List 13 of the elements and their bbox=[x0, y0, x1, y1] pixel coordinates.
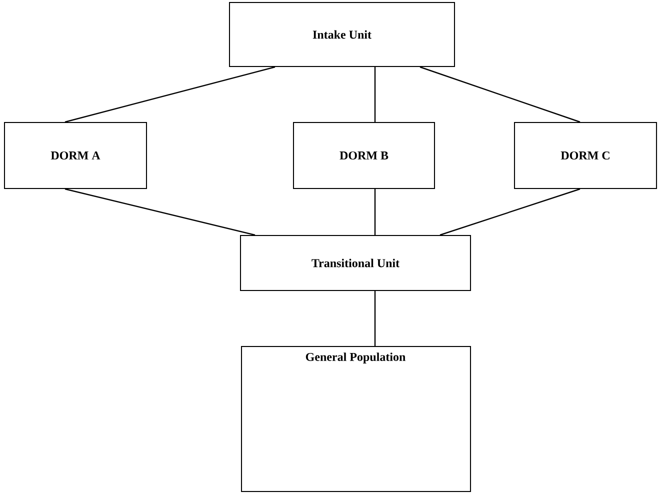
connector-line bbox=[374, 67, 376, 122]
process-box: DORM A bbox=[4, 122, 147, 189]
connector-line bbox=[374, 291, 376, 346]
connector-line bbox=[440, 188, 580, 236]
process-box: Transitional Unit bbox=[240, 235, 471, 291]
connector-line bbox=[420, 66, 580, 123]
process-box: General Population bbox=[241, 346, 471, 492]
connector-line bbox=[374, 189, 376, 235]
connector-line bbox=[64, 66, 276, 123]
process-box: DORM B bbox=[293, 122, 435, 189]
process-box: Intake Unit bbox=[229, 2, 455, 67]
process-box: DORM C bbox=[514, 122, 657, 189]
connector-line bbox=[64, 188, 256, 236]
